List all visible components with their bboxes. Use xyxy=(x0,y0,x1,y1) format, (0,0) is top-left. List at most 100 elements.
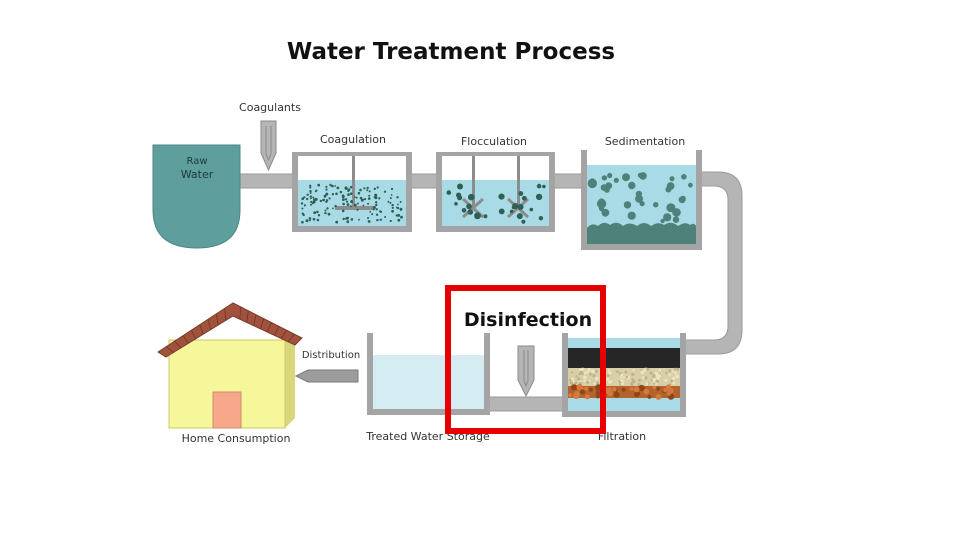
roof-tile-line xyxy=(260,318,265,330)
sand-grain xyxy=(596,381,599,385)
coagulation-mixer-blade xyxy=(335,206,373,210)
sediment-particle xyxy=(613,177,619,183)
coagulation-particle xyxy=(350,218,354,221)
coagulants-feed: Coagulants xyxy=(239,101,301,172)
sand-grain xyxy=(620,376,623,379)
coagulation-particle xyxy=(376,186,379,189)
flocculation-paddle-shaft-left xyxy=(472,156,475,208)
disinfection-arrow-icon xyxy=(517,345,535,398)
coagulation-particle xyxy=(325,185,328,188)
coagulation-particle xyxy=(309,190,312,193)
coagulation-particle xyxy=(362,204,365,207)
coagulation-particle xyxy=(400,209,402,211)
coagulation-particle xyxy=(397,203,399,206)
sand-grain xyxy=(568,378,571,382)
coagulation-particle xyxy=(301,197,305,200)
coagulation-particle xyxy=(339,190,343,194)
house-roof-tiles xyxy=(166,306,295,353)
coagulation-label: Coagulation xyxy=(320,133,386,146)
coagulation-particle xyxy=(319,199,323,203)
gravel-stone xyxy=(647,394,652,399)
coagulation-particle xyxy=(367,202,370,205)
coagulation-particle xyxy=(327,212,331,216)
sand-grain xyxy=(577,377,581,381)
gravel-stone xyxy=(584,394,590,400)
sediment-particle xyxy=(627,211,636,220)
sediment-particle xyxy=(628,181,636,190)
coagulation-particle xyxy=(313,211,317,215)
sand-grain xyxy=(668,373,672,376)
gravel-stone xyxy=(638,384,645,392)
coagulation-particle xyxy=(317,214,321,217)
coagulation-particle xyxy=(317,183,321,187)
coagulation-particle xyxy=(342,217,345,221)
gravel-stone xyxy=(595,384,602,391)
filtration-label: Filtration xyxy=(598,430,646,443)
roof-tile-line xyxy=(224,308,226,321)
sand-grain xyxy=(591,369,595,374)
sand-grain xyxy=(586,380,590,384)
gravel-stone xyxy=(629,387,634,391)
sediment-particle xyxy=(587,178,597,189)
sediment-particle xyxy=(635,194,644,203)
coagulation-particle xyxy=(400,215,403,219)
floc-particle xyxy=(446,190,452,195)
flocculation-paddle-shaft-right xyxy=(517,156,520,208)
storage-water xyxy=(373,355,484,409)
sediment-particle xyxy=(688,182,693,188)
coagulation-particle xyxy=(390,194,393,196)
coagulation-particle xyxy=(329,183,332,187)
roof-tile-line xyxy=(287,333,295,343)
coagulation-particle xyxy=(387,200,390,203)
disinfection-highlight: Disinfection xyxy=(445,285,606,434)
sand-grain xyxy=(625,376,629,379)
coagulation-particle xyxy=(302,213,305,217)
floc-particle xyxy=(483,214,488,219)
sand-grain xyxy=(671,370,674,373)
gravel-stone xyxy=(613,391,620,398)
coagulation-particle xyxy=(373,196,376,199)
coagulation-particle xyxy=(346,220,350,224)
coagulation-particle xyxy=(349,186,352,189)
coagulation-particle xyxy=(309,186,312,189)
roof-tile-line xyxy=(239,306,242,320)
coagulation-particle xyxy=(383,190,387,193)
coagulation-particle xyxy=(325,192,329,196)
coagulation-particle xyxy=(389,197,392,200)
coagulation-particle xyxy=(309,195,312,198)
sediment-particle xyxy=(637,172,643,178)
floc-particle xyxy=(466,203,472,210)
sand-grain xyxy=(608,371,612,375)
sand-grain xyxy=(632,368,635,372)
coagulation-particle xyxy=(363,198,367,201)
gravel-stone xyxy=(612,387,617,392)
sand-grain xyxy=(656,376,660,380)
sediment-particle xyxy=(596,199,607,209)
coagulation-particle xyxy=(389,201,392,204)
coagulation-particle xyxy=(300,202,304,205)
coagulation-particle xyxy=(342,198,345,202)
coagulation-particle xyxy=(349,192,353,195)
coagulation-particle xyxy=(350,200,353,203)
roof-tile-line xyxy=(199,324,204,335)
coagulation-particle xyxy=(391,209,394,213)
sand-grain xyxy=(595,370,598,373)
coagulation-particle xyxy=(375,208,378,211)
coagulation-particles xyxy=(300,183,403,224)
gravel-stone xyxy=(633,386,640,393)
floc-particle xyxy=(509,209,514,214)
gravel-stone xyxy=(584,386,589,391)
floc-particle xyxy=(467,193,475,201)
coagulation-particle xyxy=(309,192,312,194)
coagulation-particle xyxy=(309,219,311,222)
coagulation-particle xyxy=(347,216,349,219)
coagulation-particle xyxy=(312,196,315,199)
sand-grain xyxy=(583,371,587,375)
coagulation-particle xyxy=(344,186,348,190)
coagulation-particle xyxy=(316,210,319,214)
coagulation-particle xyxy=(306,193,309,196)
sand-grain xyxy=(593,382,597,385)
pipe-flocculation-to-sedimentation xyxy=(552,173,584,189)
floc-particle xyxy=(538,216,544,221)
sand-grain xyxy=(620,378,624,383)
